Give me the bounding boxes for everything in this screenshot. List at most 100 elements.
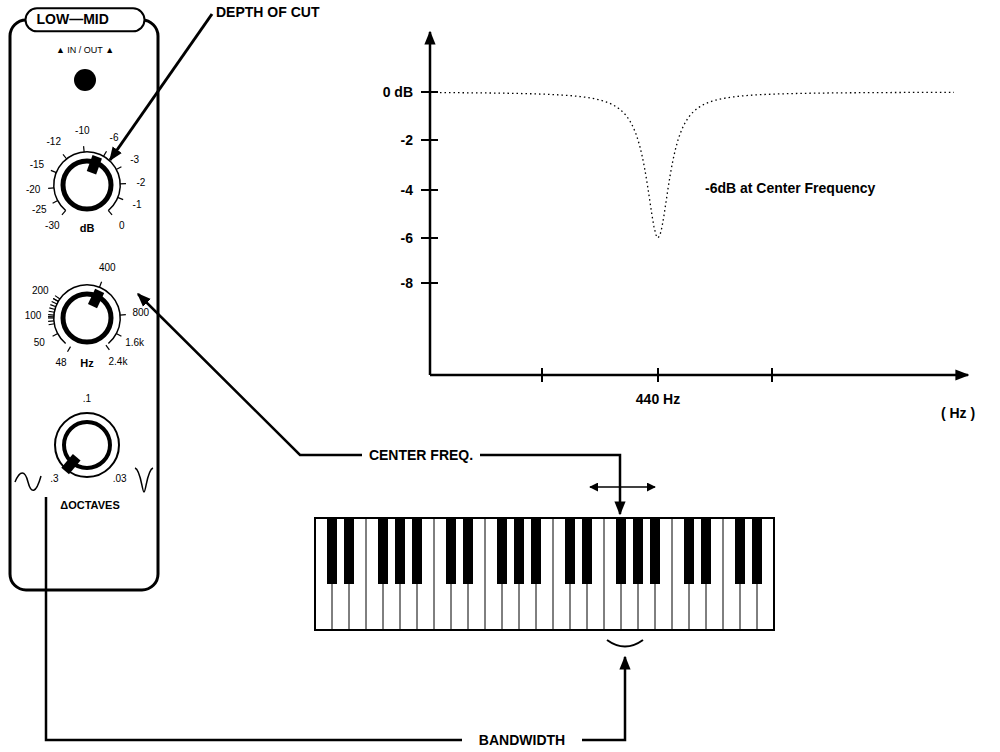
- black-key: [378, 518, 388, 584]
- black-key: [701, 518, 711, 584]
- knob-pointer: [87, 155, 102, 174]
- callout-label: 0 dB: [383, 85, 413, 99]
- panel-label: 48: [55, 358, 66, 368]
- callout-label: CENTER FREQ.: [369, 448, 473, 462]
- tick: [421, 282, 438, 284]
- scale-tick: [49, 324, 55, 325]
- axis-ticks: [421, 92, 772, 382]
- black-key: [633, 518, 643, 584]
- black-key: [395, 518, 405, 584]
- panel-label: -15: [30, 160, 44, 170]
- panel-label: 50: [34, 338, 45, 348]
- black-key: [412, 518, 422, 584]
- bandwidth-bracket: [607, 640, 643, 647]
- white-key-edge: [485, 518, 486, 630]
- panel-label: Hz: [80, 358, 93, 369]
- callout-label: -8: [401, 276, 413, 290]
- scale-tick: [48, 316, 54, 317]
- tick: [771, 368, 773, 382]
- scale-tick: [68, 347, 71, 352]
- black-key: [565, 518, 575, 584]
- panel-label: 800: [132, 308, 149, 318]
- panel-label: -6: [110, 133, 119, 143]
- panel-label: dB: [80, 223, 95, 234]
- panel-label: -12: [47, 137, 61, 147]
- scale-tick: [118, 197, 124, 199]
- white-key-edge: [553, 518, 554, 630]
- panel-label: .03: [113, 474, 127, 484]
- knob-pointer: [61, 454, 80, 474]
- black-key: [344, 518, 354, 584]
- panel-label: 0: [119, 221, 125, 231]
- callout-label: 440 Hz: [636, 392, 680, 406]
- tick: [421, 139, 438, 141]
- scale-tick: [104, 151, 107, 156]
- panel-label: 200: [32, 286, 49, 296]
- move-arrow: [590, 486, 655, 488]
- tick: [657, 368, 659, 382]
- scale-tick: [49, 308, 55, 310]
- tick: [421, 189, 438, 191]
- panel-label: 1.6k: [125, 338, 144, 348]
- panel-label: ▲ IN / OUT ▲: [56, 46, 114, 55]
- node-text: LOW—MID: [37, 11, 109, 27]
- panel-label: ΔOCTAVES: [60, 500, 119, 511]
- knob-scale: [53, 284, 121, 344]
- black-key: [616, 518, 626, 584]
- scale-tick: [48, 187, 54, 189]
- leader-line: [46, 497, 462, 740]
- keyboard: [315, 518, 774, 630]
- black-key: [497, 518, 507, 584]
- panel-label: 2.4k: [109, 357, 128, 367]
- notch-curve: [440, 92, 954, 238]
- scale-tick: [120, 314, 126, 316]
- y-axis: [429, 32, 432, 375]
- scale-tick: [99, 282, 101, 288]
- scale-tick: [48, 314, 54, 316]
- scale-tick: [48, 320, 54, 322]
- scale-tick: [53, 299, 58, 302]
- callout-label: ( Hz ): [941, 406, 975, 420]
- panel-label: 400: [99, 263, 116, 273]
- panel-label: .3: [50, 474, 58, 484]
- panel-label: 100: [25, 311, 42, 321]
- callout-label: BANDWIDTH: [479, 733, 565, 747]
- keyboard-outline: [315, 518, 774, 630]
- scale-tick: [53, 200, 58, 203]
- in-out-button: [74, 69, 96, 91]
- panel-outline: [10, 20, 158, 590]
- tick: [421, 91, 438, 93]
- scale-tick: [106, 345, 109, 350]
- scale-tick: [116, 167, 121, 170]
- scale-tick: [63, 154, 67, 159]
- scale-tick: [55, 296, 60, 299]
- tick: [541, 368, 543, 382]
- knobs: [48, 146, 126, 352]
- black-key: [531, 518, 541, 584]
- knob-ring: [55, 413, 119, 477]
- black-key: [684, 518, 694, 584]
- scale-tick: [53, 333, 58, 336]
- knob-pointer: [88, 289, 104, 309]
- leader-line: [138, 294, 362, 455]
- scale-tick: [50, 305, 56, 307]
- scale-tick: [116, 333, 121, 336]
- black-key: [446, 518, 456, 584]
- leader-line: [480, 455, 620, 514]
- white-key-edge: [723, 518, 724, 630]
- white-key-edge: [434, 518, 435, 630]
- panel-label: -10: [75, 126, 89, 136]
- callout-label: DEPTH OF CUT: [216, 5, 319, 19]
- narrow-curve-symbol: [135, 468, 153, 492]
- scale-tick: [52, 302, 57, 305]
- knob: [63, 161, 111, 209]
- panel-label: .1: [83, 394, 91, 404]
- callout-label: -6: [401, 231, 413, 245]
- panel-label: -20: [26, 185, 40, 195]
- white-key-edge: [366, 518, 367, 630]
- leader-line: [582, 657, 625, 740]
- black-key: [650, 518, 660, 584]
